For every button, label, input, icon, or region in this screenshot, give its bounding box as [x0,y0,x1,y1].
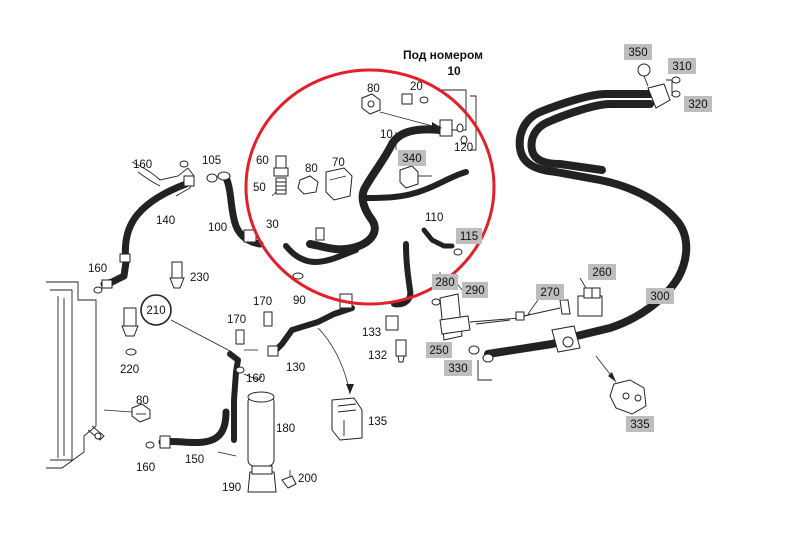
label-132: 132 [368,350,387,362]
label-20: 20 [410,81,423,93]
box-260-label: 260 [592,267,611,279]
label-30: 30 [266,219,279,231]
box-350-label: 350 [628,47,647,59]
boxed-labels: 115 250 260 270 280 290 300 310 320 330 … [398,44,712,432]
label-160-left: 160 [88,263,107,275]
label-135: 135 [368,416,387,428]
label-90: 90 [293,295,306,307]
highlighted-assembly [206,89,477,308]
label-80-left: 80 [136,395,149,407]
label-10: 10 [380,129,393,141]
receiver-drier-180 [227,311,297,493]
box-280-label: 280 [435,277,454,289]
box-340-bg [398,150,426,166]
box-270-label: 270 [540,287,559,299]
label-170-right: 170 [253,296,272,308]
box-250-label: 250 [429,345,448,357]
box-330-bg [444,360,472,376]
box-260-bg [588,264,616,280]
label-100: 100 [208,222,227,234]
label-190: 190 [222,482,241,494]
label-220: 220 [120,364,139,376]
label-105: 105 [202,155,221,167]
label-120: 120 [454,142,473,154]
label-80-mid: 80 [305,163,318,175]
pressure-switch-210 [121,261,233,356]
condenser-frame [46,281,105,469]
box-300-label: 300 [650,291,669,303]
box-310-bg [668,58,696,74]
label-150: 150 [185,454,204,466]
label-70: 70 [332,157,345,169]
hose-140 [93,160,195,294]
box-290-bg [462,282,488,298]
label-230: 230 [190,272,209,284]
box-115-bg [456,228,482,244]
header-line-2: 10 [447,64,461,78]
box-310-label: 310 [672,61,691,73]
label-160-bottom: 160 [136,462,155,474]
box-335-bg [626,416,654,432]
label-170-left: 170 [227,314,246,326]
label-133: 133 [362,327,381,339]
label-200: 200 [298,473,317,485]
box-280-bg [432,274,458,290]
parts-132-133-135 [317,315,407,441]
label-180: 180 [276,423,295,435]
box-320-bg [684,96,712,112]
label-210: 210 [146,305,165,317]
highlight-circle [244,68,496,306]
box-250-bg [426,342,452,358]
expansion-valve-area [431,287,647,415]
box-115-label: 115 [460,231,478,243]
label-160-mid: 160 [246,373,265,385]
box-270-bg [536,284,564,300]
header-line-1: Под номером [403,48,483,62]
box-290-label: 290 [465,285,484,297]
box-335-label: 335 [630,419,649,431]
label-110: 110 [425,212,443,224]
label-80-top: 80 [367,83,380,95]
box-320-label: 320 [688,99,707,111]
label-60: 60 [256,155,269,167]
label-160-top: 160 [133,159,152,171]
hose-150 [131,403,230,449]
line-300 [515,63,691,344]
box-300-bg [646,288,674,304]
label-140: 140 [156,215,175,227]
label-50: 50 [253,182,266,194]
box-350-bg [624,44,652,60]
label-130: 130 [286,362,305,374]
box-340-label: 340 [402,153,421,165]
line-130 [267,293,355,357]
part-labels: 10 20 30 50 60 70 80 80 80 90 100 105 11… [88,81,473,494]
box-330-label: 330 [448,363,467,375]
